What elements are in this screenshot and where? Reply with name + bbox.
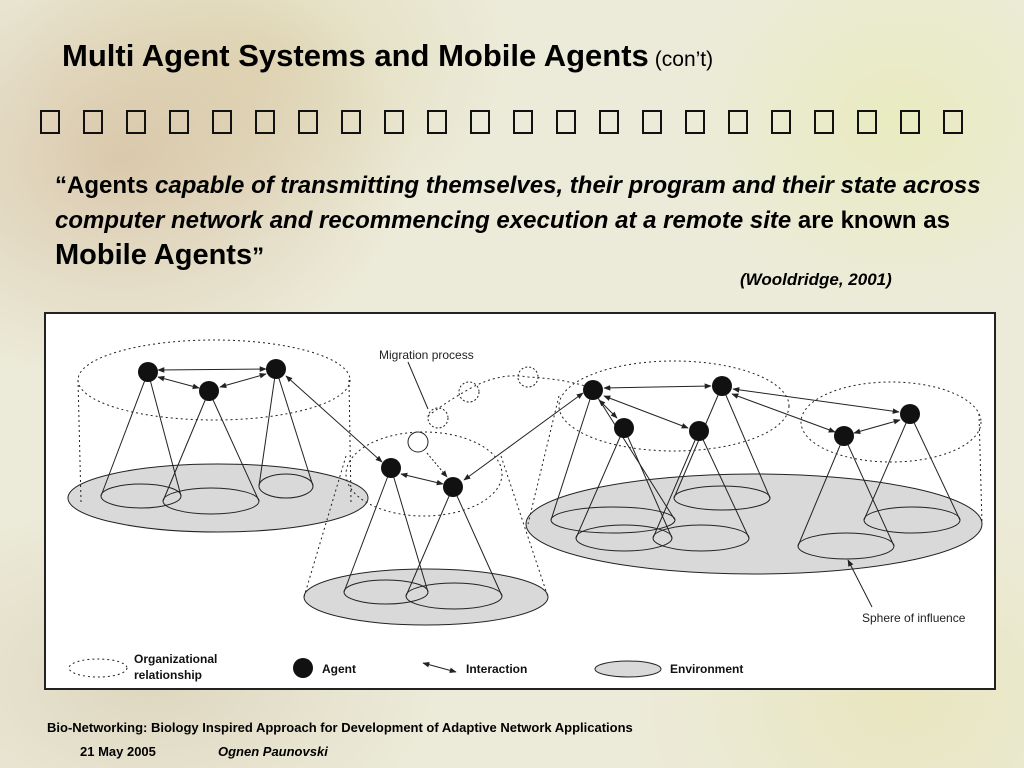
missing-glyph-box <box>642 110 662 134</box>
legend-organizational-label-2: relationship <box>134 668 202 682</box>
interaction-arrow <box>157 375 200 390</box>
interaction-arrow <box>603 383 712 391</box>
interaction-arrow <box>400 472 444 486</box>
organizational-relationship-right-a <box>558 360 790 452</box>
sphere-pointer <box>847 559 873 608</box>
quote-part-1: Agents <box>67 172 156 199</box>
quote-part-3: are known as <box>791 207 950 234</box>
agent-group-middle <box>285 375 584 626</box>
slide-title: Multi Agent Systems and Mobile Agents(co… <box>62 38 713 74</box>
interaction-arrow <box>732 387 900 414</box>
missing-glyph-box <box>470 110 490 134</box>
mobile-agents-diagram: Migration process Sphere of influence Or… <box>44 312 996 690</box>
agent <box>900 404 920 424</box>
agent <box>583 380 603 400</box>
agent <box>712 376 732 396</box>
diagram-legend <box>68 658 662 678</box>
missing-glyph-box <box>857 110 877 134</box>
placeholder-glyph-row <box>40 110 980 140</box>
quote-part-2-italic: capable of transmitting themselves, thei… <box>55 172 981 234</box>
quote-mobile-agents: Mobile Agents <box>55 239 253 271</box>
footer-date: 21 May 2005 <box>80 744 156 759</box>
legend-interaction-label: Interaction <box>466 662 527 676</box>
agent-group-left <box>67 339 369 533</box>
footer-title: Bio-Networking: Biology Inspired Approac… <box>47 720 633 735</box>
sphere-of-influence-label: Sphere of influence <box>862 611 966 625</box>
missing-glyph-box <box>255 110 275 134</box>
missing-glyph-box <box>685 110 705 134</box>
slide-title-suffix: (con’t) <box>654 48 714 71</box>
missing-glyph-box <box>384 110 404 134</box>
agent-definition-quote: “Agents capable of transmitting themselv… <box>55 168 985 274</box>
organizational-relationship-right-b <box>800 381 982 463</box>
agent <box>443 477 463 497</box>
migration-process-label: Migration process <box>379 348 474 362</box>
missing-glyph-box <box>513 110 533 134</box>
interaction-arrow <box>853 419 901 434</box>
legend-organizational-icon <box>68 658 128 678</box>
legend-interaction-icon <box>422 661 457 674</box>
interaction-arrow <box>157 366 267 373</box>
missing-glyph-box <box>943 110 963 134</box>
interaction-arrow <box>285 375 383 463</box>
migration-ghost <box>517 366 539 388</box>
missing-glyph-box <box>212 110 232 134</box>
legend-agent-label: Agent <box>322 662 356 676</box>
interaction-arrow <box>603 395 689 429</box>
agent <box>138 362 158 382</box>
legend-environment-label: Environment <box>670 662 743 676</box>
migration-process <box>407 361 592 478</box>
missing-glyph-box <box>427 110 447 134</box>
agent <box>834 426 854 446</box>
organizational-relationship-left <box>77 339 351 421</box>
environment-middle <box>303 568 549 626</box>
migration-ghost <box>427 407 449 429</box>
migrating-agent <box>407 431 429 453</box>
missing-glyph-box <box>341 110 361 134</box>
environment-left <box>67 463 369 533</box>
quote-close-mark: ” <box>252 243 265 270</box>
missing-glyph-box <box>728 110 748 134</box>
agent <box>381 458 401 478</box>
slide-title-text: Multi Agent Systems and Mobile Agents <box>62 38 649 73</box>
interaction-arrow <box>219 373 267 388</box>
missing-glyph-box <box>771 110 791 134</box>
interaction-arrow <box>598 399 618 419</box>
missing-glyph-box <box>83 110 103 134</box>
footer-author: Ognen Paunovski <box>218 744 328 759</box>
missing-glyph-box <box>40 110 60 134</box>
missing-glyph-box <box>900 110 920 134</box>
missing-glyph-box <box>126 110 146 134</box>
quote-open-mark: “ <box>55 172 67 199</box>
missing-glyph-box <box>556 110 576 134</box>
missing-glyph-box <box>814 110 834 134</box>
interaction-arrow <box>731 393 836 433</box>
missing-glyph-box <box>298 110 318 134</box>
diagram-canvas: Migration process Sphere of influence Or… <box>67 339 983 682</box>
agent <box>614 418 634 438</box>
agent-group-right <box>525 360 983 608</box>
agent <box>266 359 286 379</box>
legend-organizational-label-1: Organizational <box>134 652 217 666</box>
agent <box>199 381 219 401</box>
interaction-arrow <box>463 392 584 481</box>
quote-citation: (Wooldridge, 2001) <box>740 270 892 289</box>
missing-glyph-box <box>169 110 189 134</box>
legend-environment-icon <box>594 660 662 678</box>
migration-ghost <box>458 381 480 403</box>
agent <box>689 421 709 441</box>
missing-glyph-box <box>599 110 619 134</box>
legend-agent-icon <box>293 658 313 678</box>
